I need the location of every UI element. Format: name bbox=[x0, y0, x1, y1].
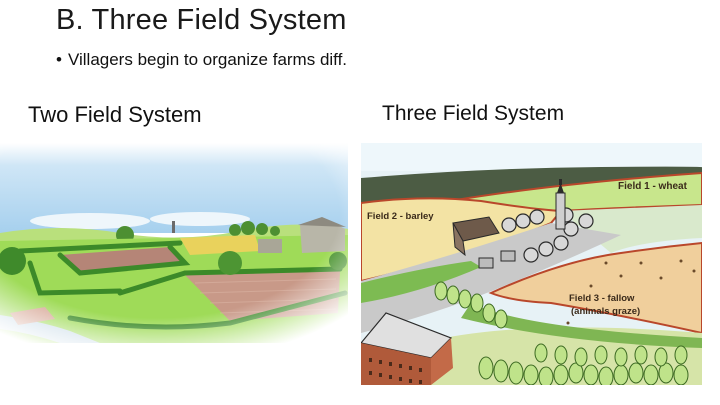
three-field-caption: Three Field System bbox=[382, 102, 565, 125]
medieval-village-image: Field 1 - wheat Field 2 - barley Field 3… bbox=[361, 143, 702, 385]
slide-title: B. Three Field System bbox=[56, 4, 347, 36]
countryside-image bbox=[0, 143, 348, 343]
two-field-caption: Two Field System bbox=[28, 102, 202, 127]
two-field-illustration bbox=[0, 143, 348, 343]
bullet-item: • Villagers begin to organize farms diff. bbox=[56, 50, 347, 70]
three-field-illustration: Field 1 - wheat Field 2 - barley Field 3… bbox=[361, 143, 702, 385]
field2-label: Field 2 - barley bbox=[367, 211, 434, 222]
field3-label-line2: (animals graze) bbox=[571, 306, 640, 317]
field1-label: Field 1 - wheat bbox=[618, 181, 688, 192]
bullet-marker: • bbox=[56, 50, 62, 69]
field3-label-line1: Field 3 - fallow bbox=[569, 293, 635, 304]
bullet-text: Villagers begin to organize farms diff. bbox=[67, 50, 348, 69]
